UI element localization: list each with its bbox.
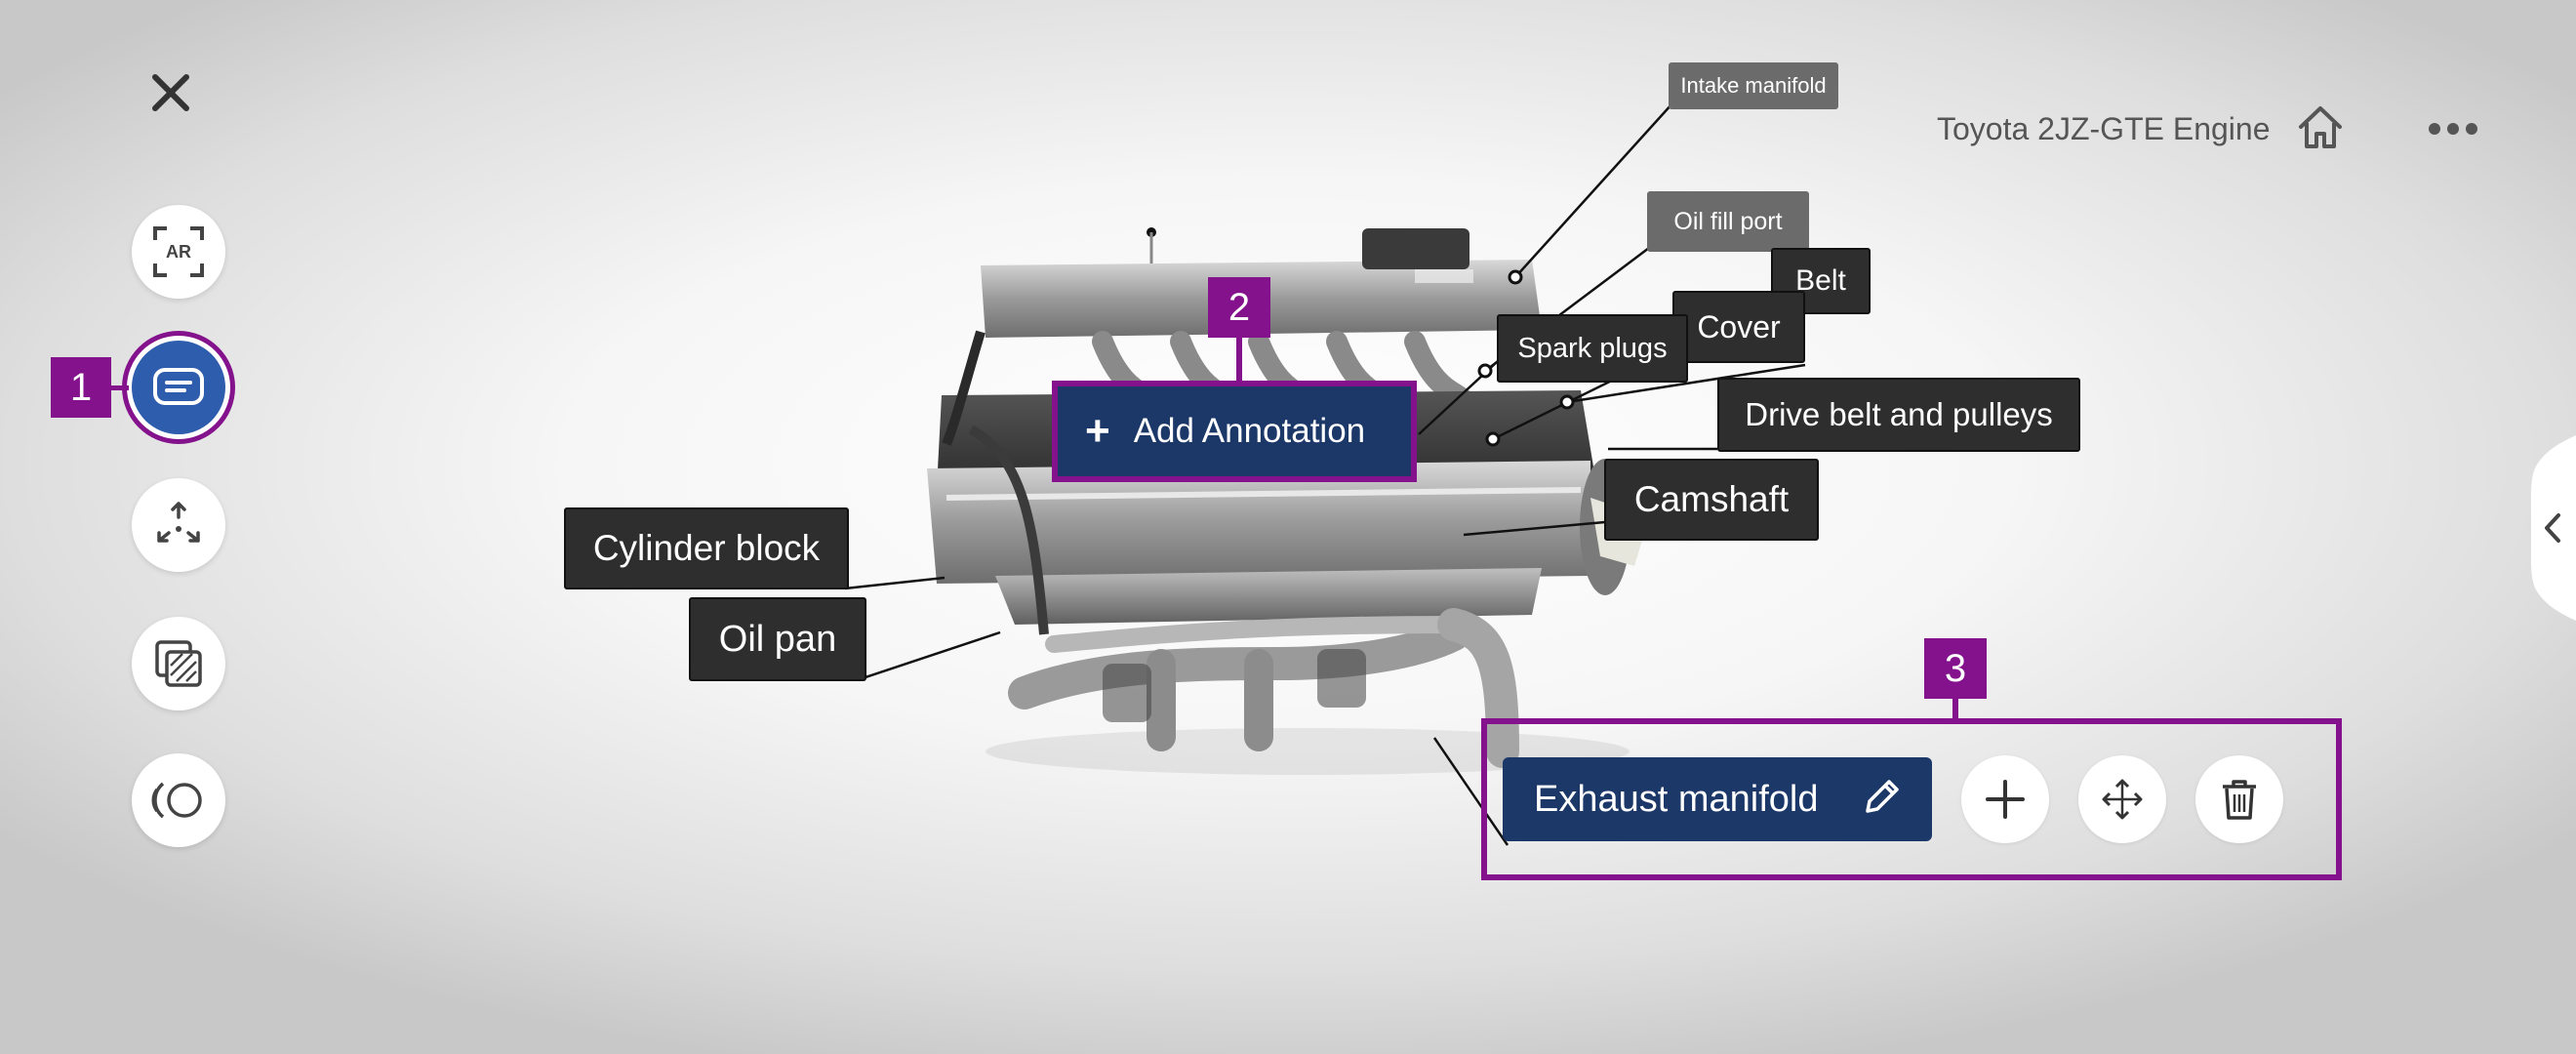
explode-icon [157,502,200,543]
step-badge-3: 3 [1924,638,1987,699]
layers-icon [155,640,202,687]
label-intake-manifold[interactable]: Intake manifold [1669,62,1838,109]
trash-icon [2223,780,2256,820]
close-button[interactable] [146,68,195,117]
annotations-button[interactable] [132,341,225,434]
delete-annotation-button[interactable] [2195,755,2283,843]
annotation-icon [153,368,204,405]
explode-view-button[interactable] [132,478,225,572]
move-annotation-button[interactable] [2078,755,2166,843]
chevron-left-icon [2545,513,2560,543]
home-button[interactable] [2295,101,2346,152]
add-annotation-button[interactable]: + Add Annotation [1052,381,1417,482]
step-badge-2: 2 [1208,277,1270,338]
pencil-icon[interactable] [1860,776,1903,824]
rotate-360-button[interactable] [132,753,225,847]
model-title: Toyota 2JZ-GTE Engine [1937,111,2271,146]
move-arrows-icon [2102,779,2143,820]
label-oil-pan[interactable]: Oil pan [689,597,866,681]
label-spark-plugs[interactable]: Spark plugs [1497,314,1688,383]
ar-icon: AR [153,226,204,277]
svg-text:AR: AR [166,242,191,262]
add-annotation-label: Add Annotation [1133,412,1366,450]
step-1-connector [111,385,129,390]
selected-annotation-name: Exhaust manifold [1534,778,1819,820]
label-cover[interactable]: Cover [1672,291,1805,363]
step-badge-1: 1 [51,357,111,418]
close-icon [152,74,189,111]
rotate-360-icon [151,782,202,819]
selected-annotation-label[interactable]: Exhaust manifold [1503,757,1932,841]
annotation-edit-toolbar [1481,718,2342,880]
label-drive-belt-and-pulleys[interactable]: Drive belt and pulleys [1717,378,2080,452]
step-3-connector [1952,699,1958,718]
side-panel-toggle[interactable] [2516,435,2576,621]
label-oil-fill-port[interactable]: Oil fill port [1647,191,1809,252]
label-camshaft[interactable]: Camshaft [1604,459,1819,541]
home-icon [2299,106,2342,148]
more-horizontal-icon [2429,123,2477,135]
layers-button[interactable] [132,617,225,710]
step-2-connector [1236,338,1242,381]
label-cylinder-block[interactable]: Cylinder block [564,507,849,589]
plus-icon: + [1085,407,1110,455]
plus-icon [1986,780,2025,819]
more-options-button[interactable] [2426,109,2480,148]
add-point-button[interactable] [1961,755,2049,843]
side-tab-shape [2531,435,2576,621]
ar-view-button[interactable]: AR [132,205,225,299]
engine-3d-model[interactable] [907,205,1708,781]
